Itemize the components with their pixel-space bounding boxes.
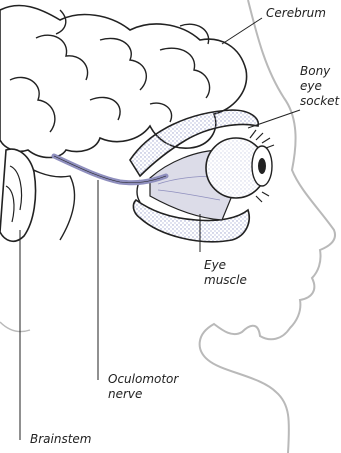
label-cerebrum: Cerebrum [266,6,326,21]
lower-eyelashes [256,192,269,202]
label-brainstem: Brainstem [30,432,92,447]
label-oculomotor-nerve-line1: Oculomotor [108,372,178,387]
cerebrum-outline [0,5,247,157]
label-bony-eye-socket-line1: Bony [300,64,339,79]
label-bony-eye-socket: Bony eye socket [300,64,339,109]
pupil [258,158,266,174]
label-oculomotor-nerve-line2: nerve [108,387,178,402]
posterior-outline [0,322,30,332]
label-eye-muscle-line1: Eye [204,258,247,273]
label-bony-eye-socket-line3: socket [300,94,339,109]
label-eye-muscle: Eye muscle [204,258,247,288]
label-eye-muscle-line2: muscle [204,273,247,288]
brainstem-shape [0,149,36,241]
label-bony-eye-socket-line2: eye [300,79,339,94]
label-oculomotor-nerve: Oculomotor nerve [108,372,178,402]
